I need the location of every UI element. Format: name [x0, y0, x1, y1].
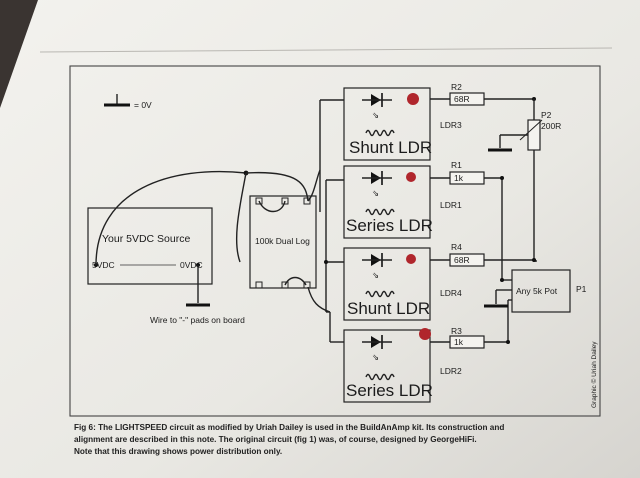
caption-line-3: Note that this drawing shows power distr…	[74, 447, 282, 456]
ldr-title: Series LDR	[346, 216, 433, 235]
caption-line-1: Fig 6: The LIGHTSPEED circuit as modifie…	[74, 423, 504, 432]
svg-text:R3: R3	[451, 326, 462, 336]
led-dot	[406, 254, 416, 264]
ldr-cell-4: ⇘ Series LDR	[343, 328, 433, 403]
ldr-cell-3: ⇘ Shunt LDR	[343, 247, 431, 321]
wire-note: Wire to "-" pads on board	[150, 315, 245, 325]
svg-text:R4: R4	[451, 242, 462, 252]
resistor-r2: R2 68R	[430, 82, 534, 106]
ldr-ref: LDR1	[440, 200, 462, 210]
ground-legend-label: = 0V	[134, 100, 152, 110]
svg-text:⇘: ⇘	[372, 188, 379, 198]
svg-text:1k: 1k	[454, 337, 464, 347]
trim-pot-p2: P2 200R	[488, 97, 561, 262]
ldr-ref: LDR2	[440, 366, 462, 376]
ldr-cell-1: ⇘ Shunt LDR	[343, 87, 432, 161]
source-minus-label: 0VDC	[180, 260, 203, 270]
led-dot	[407, 93, 419, 105]
ldr-cell-2: ⇘ Series LDR	[343, 165, 433, 239]
trim-ref: P2	[541, 110, 552, 120]
led-dot	[419, 328, 431, 340]
resistor-r1: R1 1k	[430, 160, 502, 185]
pot-ref: P1	[576, 284, 587, 294]
ldr-title: Shunt LDR	[347, 299, 430, 318]
dual-log-label: 100k Dual Log	[255, 236, 310, 246]
ldr-ref: LDR3	[440, 120, 462, 130]
ldr-title: Shunt LDR	[349, 138, 432, 157]
ground-legend: = 0V	[104, 94, 152, 110]
svg-text:68R: 68R	[454, 255, 470, 265]
ldr-ref: LDR4	[440, 288, 462, 298]
svg-text:R2: R2	[451, 82, 462, 92]
led-dot	[406, 172, 416, 182]
resistor-r3: R3 1k	[430, 326, 508, 349]
svg-text:⇘: ⇘	[372, 110, 379, 120]
svg-text:68R: 68R	[454, 94, 470, 104]
svg-text:⇘: ⇘	[372, 352, 379, 362]
graphic-credit: Graphic © Uriah Dailey	[590, 341, 598, 408]
source-box-label: Your 5VDC Source	[102, 233, 190, 245]
svg-text:⇘: ⇘	[372, 270, 379, 280]
source-plus-label: 5VDC	[92, 260, 115, 270]
figure-frame	[69, 65, 601, 417]
pot-label: Any 5k Pot	[516, 286, 558, 296]
trim-value: 200R	[541, 121, 561, 131]
resistor-r4: R4 68R	[430, 242, 536, 267]
dual-log-pot: 100k Dual Log	[249, 195, 317, 289]
pot-p1: Any 5k Pot P1	[484, 269, 587, 313]
svg-text:1k: 1k	[454, 173, 464, 183]
ldr-title: Series LDR	[346, 381, 433, 400]
svg-text:R1: R1	[451, 160, 462, 170]
caption-line-2: alignment are described in this note. Th…	[74, 435, 477, 444]
